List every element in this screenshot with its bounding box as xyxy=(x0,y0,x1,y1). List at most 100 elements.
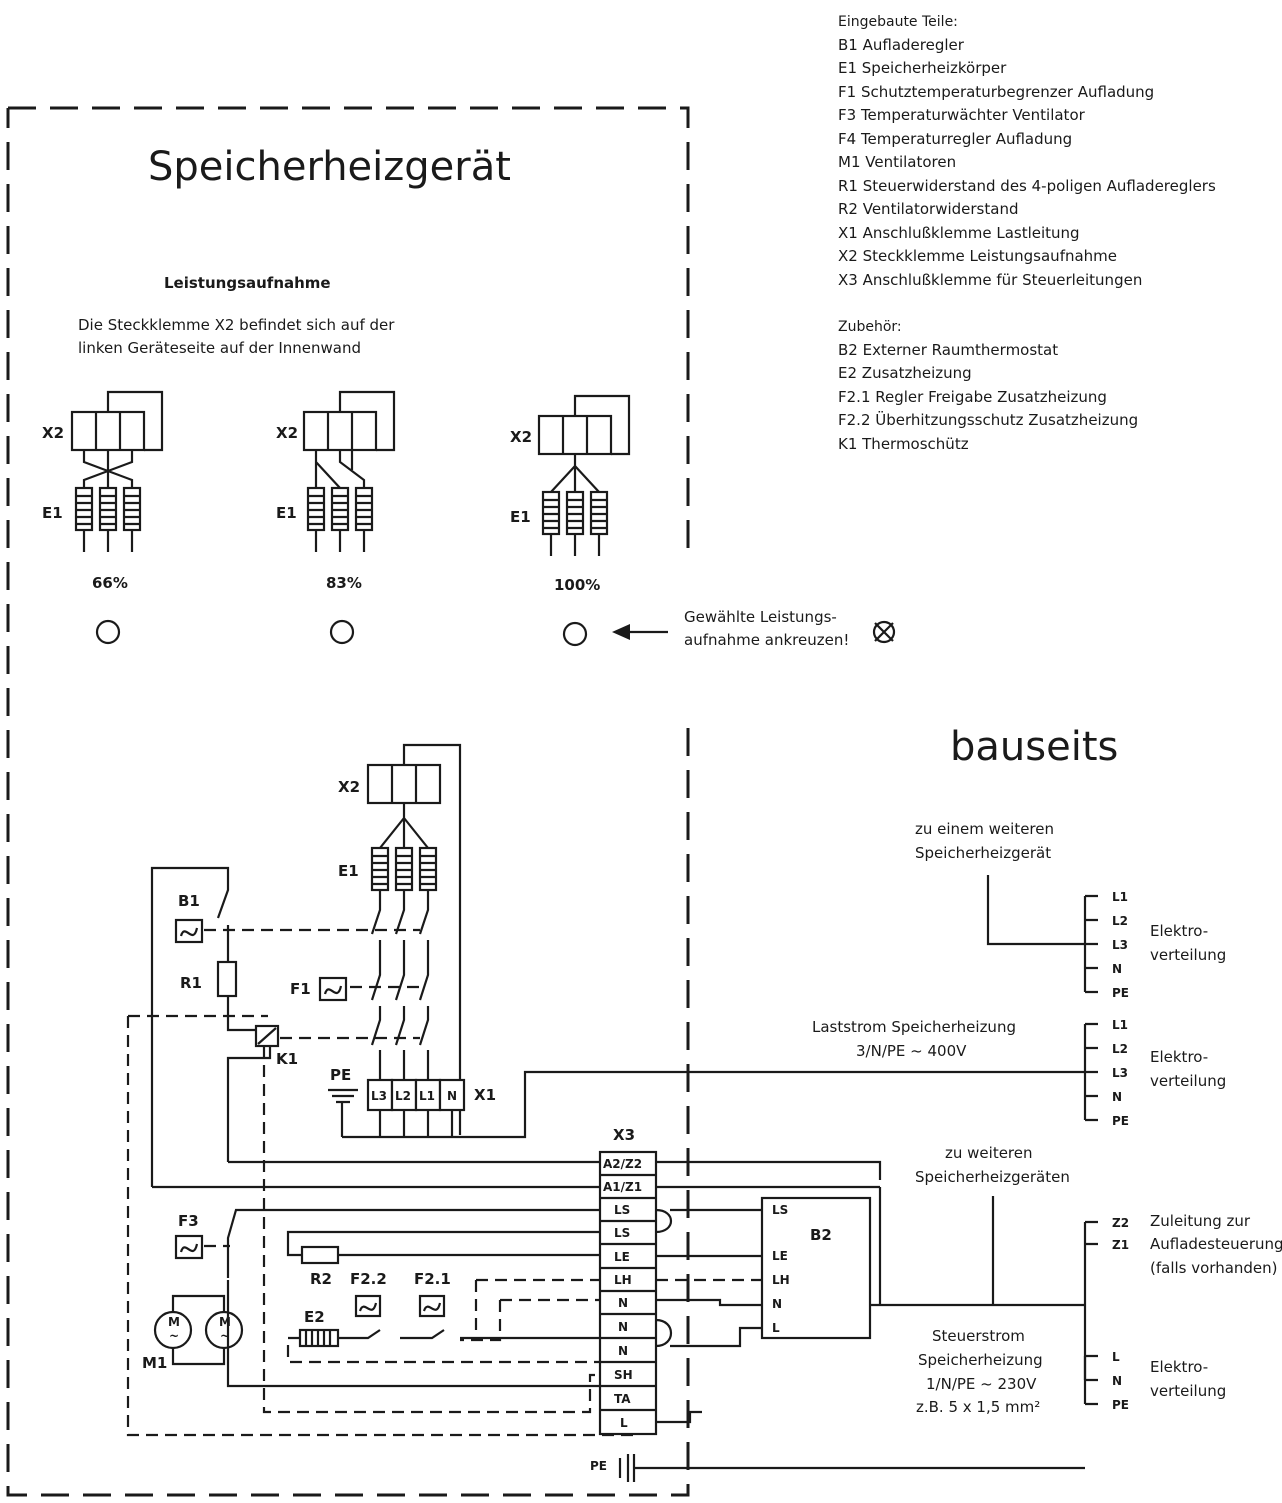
further-devices-text: Speicherheizgeräten xyxy=(915,1168,1070,1186)
load-current-text: 3/N/PE ~ 400V xyxy=(856,1042,967,1060)
crossed-circle-icon xyxy=(872,620,896,644)
parts-item: B1 Aufladeregler xyxy=(838,36,965,54)
bus-label: N xyxy=(1112,1374,1122,1388)
x1-terminal: N xyxy=(447,1089,457,1103)
parts-item: X2 Steckklemme Leistungsaufnahme xyxy=(838,247,1117,265)
site-side: zu einem weiteren Speicherheizgerät L1 L… xyxy=(812,820,1282,1416)
r2-label: R2 xyxy=(310,1270,332,1288)
heater-element-icon xyxy=(306,486,374,552)
thermostat-icon xyxy=(179,1243,199,1253)
x2-label: X2 xyxy=(42,424,64,442)
bus-label: L2 xyxy=(1112,914,1128,928)
e1-label: E1 xyxy=(338,862,359,880)
f3-label: F3 xyxy=(178,1212,199,1230)
fan-circuit: F3 R2 F2.2 F2.1 E2 M1 M ~ M ~ xyxy=(142,1208,600,1388)
select-hint: aufnahme ankreuzen! xyxy=(684,631,849,649)
motor-glyph: ~ xyxy=(220,1329,230,1343)
select-radio-100[interactable] xyxy=(562,621,588,647)
thermostat-icon xyxy=(179,927,199,937)
m1-label: M1 xyxy=(142,1354,167,1372)
bus-label: N xyxy=(1112,962,1122,976)
heater-element-icon xyxy=(541,490,609,556)
x2-label: X2 xyxy=(510,428,532,446)
device-boundary xyxy=(6,106,690,1497)
control-current-text: 1/N/PE ~ 230V xyxy=(926,1375,1037,1393)
parts-item: E1 Speicherheizkörper xyxy=(838,59,1007,77)
distribution-text: verteilung xyxy=(1150,1072,1226,1090)
motor-glyph: M xyxy=(219,1315,231,1329)
x3-terminal: N xyxy=(618,1296,628,1310)
accessories-heading: Zubehör: xyxy=(838,319,902,335)
further-devices-text: zu weiteren xyxy=(945,1144,1033,1162)
power-heading: Leistungsaufnahme xyxy=(164,274,331,292)
percent-label: 83% xyxy=(326,574,362,592)
x3-terminal: LE xyxy=(614,1250,630,1264)
b2-label: B2 xyxy=(810,1226,832,1244)
x2-plug xyxy=(70,410,146,452)
parts-item: R2 Ventilatorwiderstand xyxy=(838,200,1018,218)
x3-terminal: SH xyxy=(614,1368,633,1382)
bus-label: L3 xyxy=(1112,938,1128,952)
bus-label: L xyxy=(1112,1350,1120,1364)
further-device-text: Speicherheizgerät xyxy=(915,844,1051,862)
x3-terminal: N xyxy=(618,1344,628,1358)
bus-label: PE xyxy=(1112,986,1129,1000)
pe-bottom: PE xyxy=(590,1454,1085,1482)
parts-item: X3 Anschlußklemme für Steuerleitungen xyxy=(838,271,1142,289)
power-note: linken Geräteseite auf der Innenwand xyxy=(78,339,361,357)
pe-label: PE xyxy=(330,1066,351,1084)
b2-terminal: LS xyxy=(772,1203,788,1217)
ground-icon xyxy=(618,1454,1085,1482)
x3-terminal: A1/Z1 xyxy=(603,1180,642,1194)
load-current-text: Laststrom Speicherheizung xyxy=(812,1018,1016,1036)
fan-motor-icon: M ~ xyxy=(204,1310,244,1350)
e1-label: E1 xyxy=(276,504,297,522)
x1-terminal: L2 xyxy=(395,1089,411,1103)
parts-item: M1 Ventilatoren xyxy=(838,153,956,171)
power-option-100: X2 E1 100% xyxy=(510,394,631,647)
motor-glyph: ~ xyxy=(169,1329,179,1343)
b2-terminal: N xyxy=(772,1297,782,1311)
feed-text: Zuleitung zur xyxy=(1150,1212,1251,1230)
bus-label: Z2 xyxy=(1112,1216,1129,1230)
control-current-text: z.B. 5 x 1,5 mm² xyxy=(916,1398,1040,1416)
f22-label: F2.2 xyxy=(350,1270,387,1288)
x2-label: X2 xyxy=(276,424,298,442)
distribution-text: Elektro- xyxy=(1150,1358,1208,1376)
f21-label: F2.1 xyxy=(414,1270,451,1288)
thermostat-icon xyxy=(422,1302,442,1312)
b2-terminal: LH xyxy=(772,1273,790,1287)
bus-label: Z1 xyxy=(1112,1238,1129,1252)
power-note: Die Steckklemme X2 befindet sich auf der xyxy=(78,316,395,334)
accessories-item: B2 Externer Raumthermostat xyxy=(838,341,1058,359)
x1-terminal: L3 xyxy=(371,1089,387,1103)
select-radio-83[interactable] xyxy=(329,619,355,645)
bus-label: L3 xyxy=(1112,1066,1128,1080)
motor-glyph: M xyxy=(168,1315,180,1329)
power-option-83: X2 E1 83% xyxy=(276,390,396,645)
further-device-text: zu einem weiteren xyxy=(915,820,1054,838)
x1-terminal-block: L3 L2 L1 N X1 PE xyxy=(328,1066,1085,1139)
device-title: Speicherheizgerät xyxy=(148,144,511,190)
x2-plug xyxy=(366,763,442,805)
control-feed-bus: Z2 Z1 Zuleitung zur Aufladesteuerung (fa… xyxy=(1083,1212,1282,1380)
select-radio-66[interactable] xyxy=(95,619,121,645)
b1-label: B1 xyxy=(178,892,200,910)
x3-terminal: L xyxy=(620,1416,628,1430)
bus-label: L2 xyxy=(1112,1042,1128,1056)
distribution-text: verteilung xyxy=(1150,946,1226,964)
distribution-text: verteilung xyxy=(1150,1382,1226,1400)
k1-label: K1 xyxy=(276,1050,298,1068)
x3-terminal: LS xyxy=(614,1203,630,1217)
fan-motor-icon: M ~ xyxy=(153,1310,193,1350)
x3-label: X3 xyxy=(613,1126,635,1144)
feed-text: (falls vorhanden) xyxy=(1150,1259,1278,1277)
resistor-icon xyxy=(300,1245,340,1265)
x3-terminal: LH xyxy=(614,1273,632,1287)
thermostat-icon xyxy=(358,1302,378,1312)
x3-terminal: LS xyxy=(614,1226,630,1240)
x3-terminal-block: X3 A2/Z2 A1/Z1 LS LS LE LH N N N SH TA L xyxy=(152,1126,882,1436)
control-current-text: Steuerstrom xyxy=(932,1327,1025,1345)
bus-label: PE xyxy=(1112,1114,1129,1128)
